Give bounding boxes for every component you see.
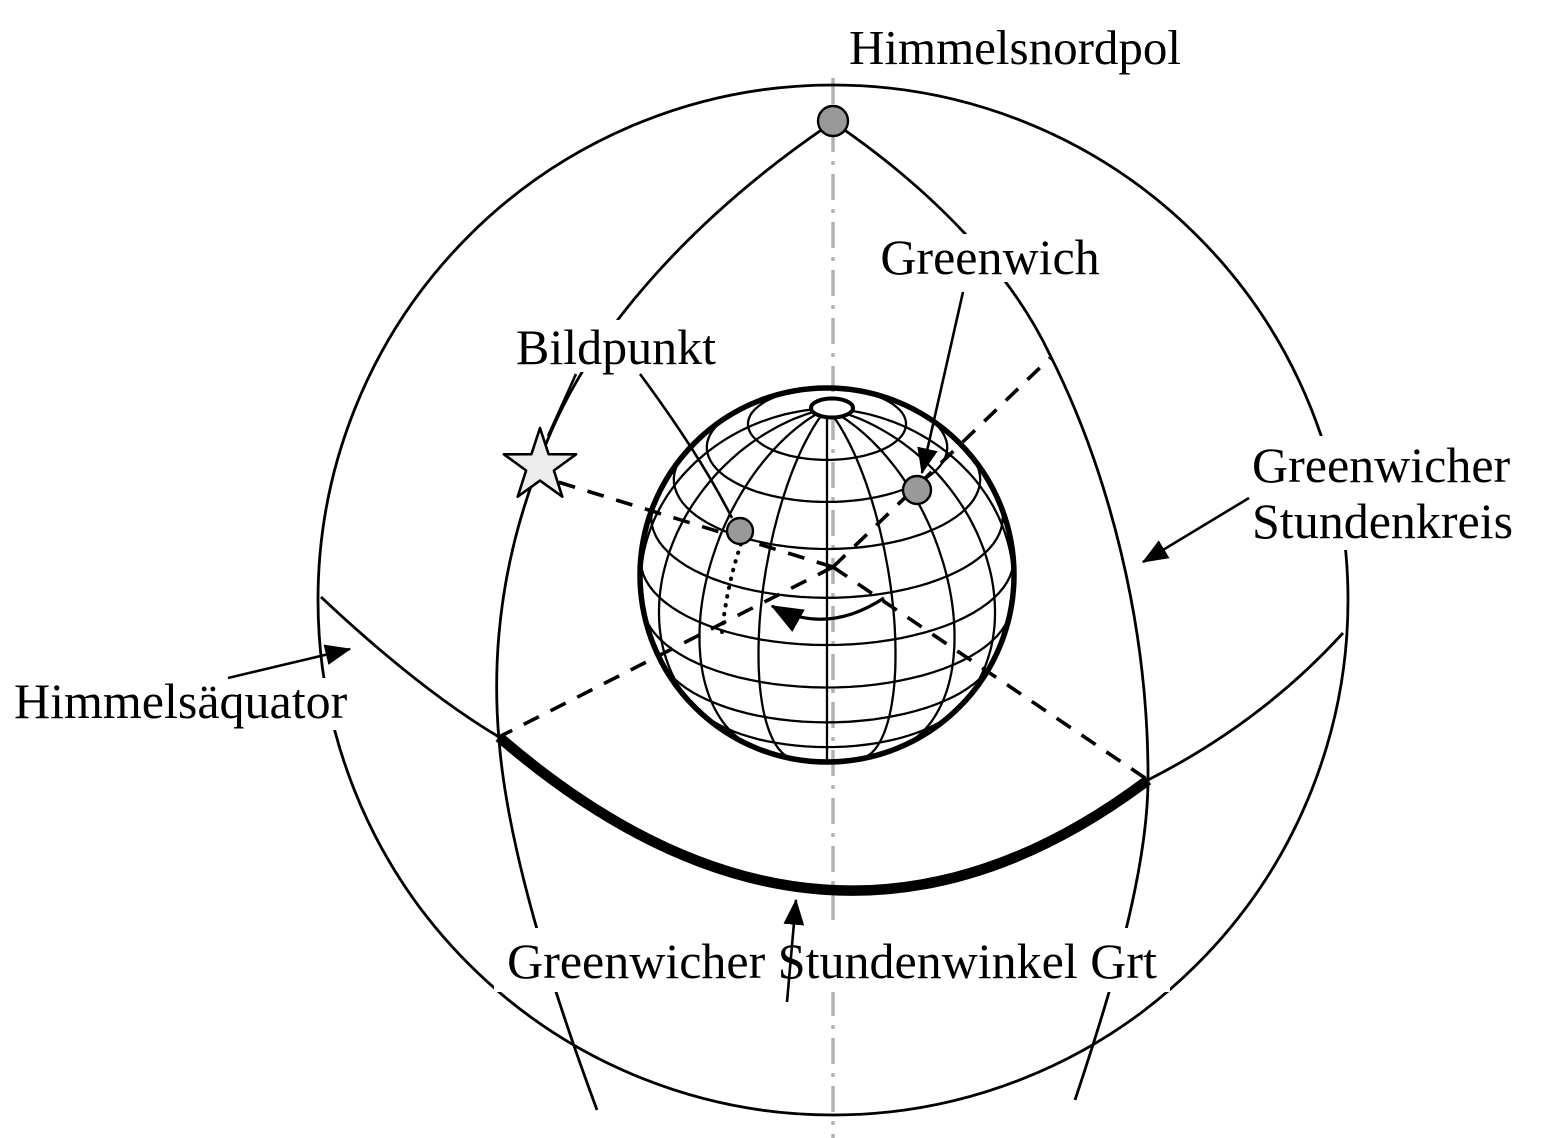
celestial-sphere-circle [316,83,1350,1117]
ray-center-to-star [544,476,834,569]
globe-grid-line [827,409,897,761]
aequator-leader-arrow [227,644,352,680]
star-icon [502,426,578,499]
globe-outline [637,385,1017,765]
bildpunkt-dot [725,516,755,546]
ray-center-to-equator-right [831,565,1150,782]
greenwich-leader-arrow [917,291,965,475]
center-rays [498,356,1150,782]
globe-grid-line [696,709,958,749]
label-stundenkreis-line2: Stundenkreis [1252,493,1513,549]
globe-grid-line [746,386,908,462]
hour-angle-arc-arrow [770,596,885,632]
globe-grid-line [757,409,827,761]
greenwich-hour-angle-thick-arc [495,733,1152,896]
ray-center-to-equator-left [498,565,834,739]
ray-center-to-greenwich-hour-circle [831,356,1052,569]
stundenkreis-leader-arrow [1141,496,1250,564]
bildpunkt-leader-to-star [546,373,578,437]
bildpunkt-meridian-dotted [720,542,743,634]
globe-grid [639,386,1015,762]
globe-grid-line [672,453,982,551]
label-bildpunkt: Bildpunkt [516,319,716,375]
globe-grid-line [829,407,997,710]
label-stundenwinkel: Greenwicher Stundenwinkel Grt [507,933,1157,989]
globe-grid-line [650,502,1004,599]
globe-grid-line [661,663,993,724]
grt-leader-arrow [783,898,805,1003]
label-greenwich: Greenwich [880,229,1099,285]
label-himmelsaequator: Himmelsäquator [14,673,348,729]
globe-grid-line [657,407,825,710]
label-backgrounds [8,16,1525,992]
earth-globe [637,385,1017,765]
globe-grid-line [639,556,1015,647]
globe-grid-line [642,611,1012,689]
celestial-north-pole-dot [816,104,850,138]
greenwich-dot [901,474,933,506]
label-stundenkreis-line1: Greenwicher [1252,437,1511,493]
leader-arrows [227,291,1250,1003]
bildpunkt-leader-to-dot [638,373,734,519]
globe-grid-line [705,413,949,504]
globe-pole-opening [809,396,855,420]
label-himmelsnordpol: Himmelsnordpol [849,20,1181,75]
